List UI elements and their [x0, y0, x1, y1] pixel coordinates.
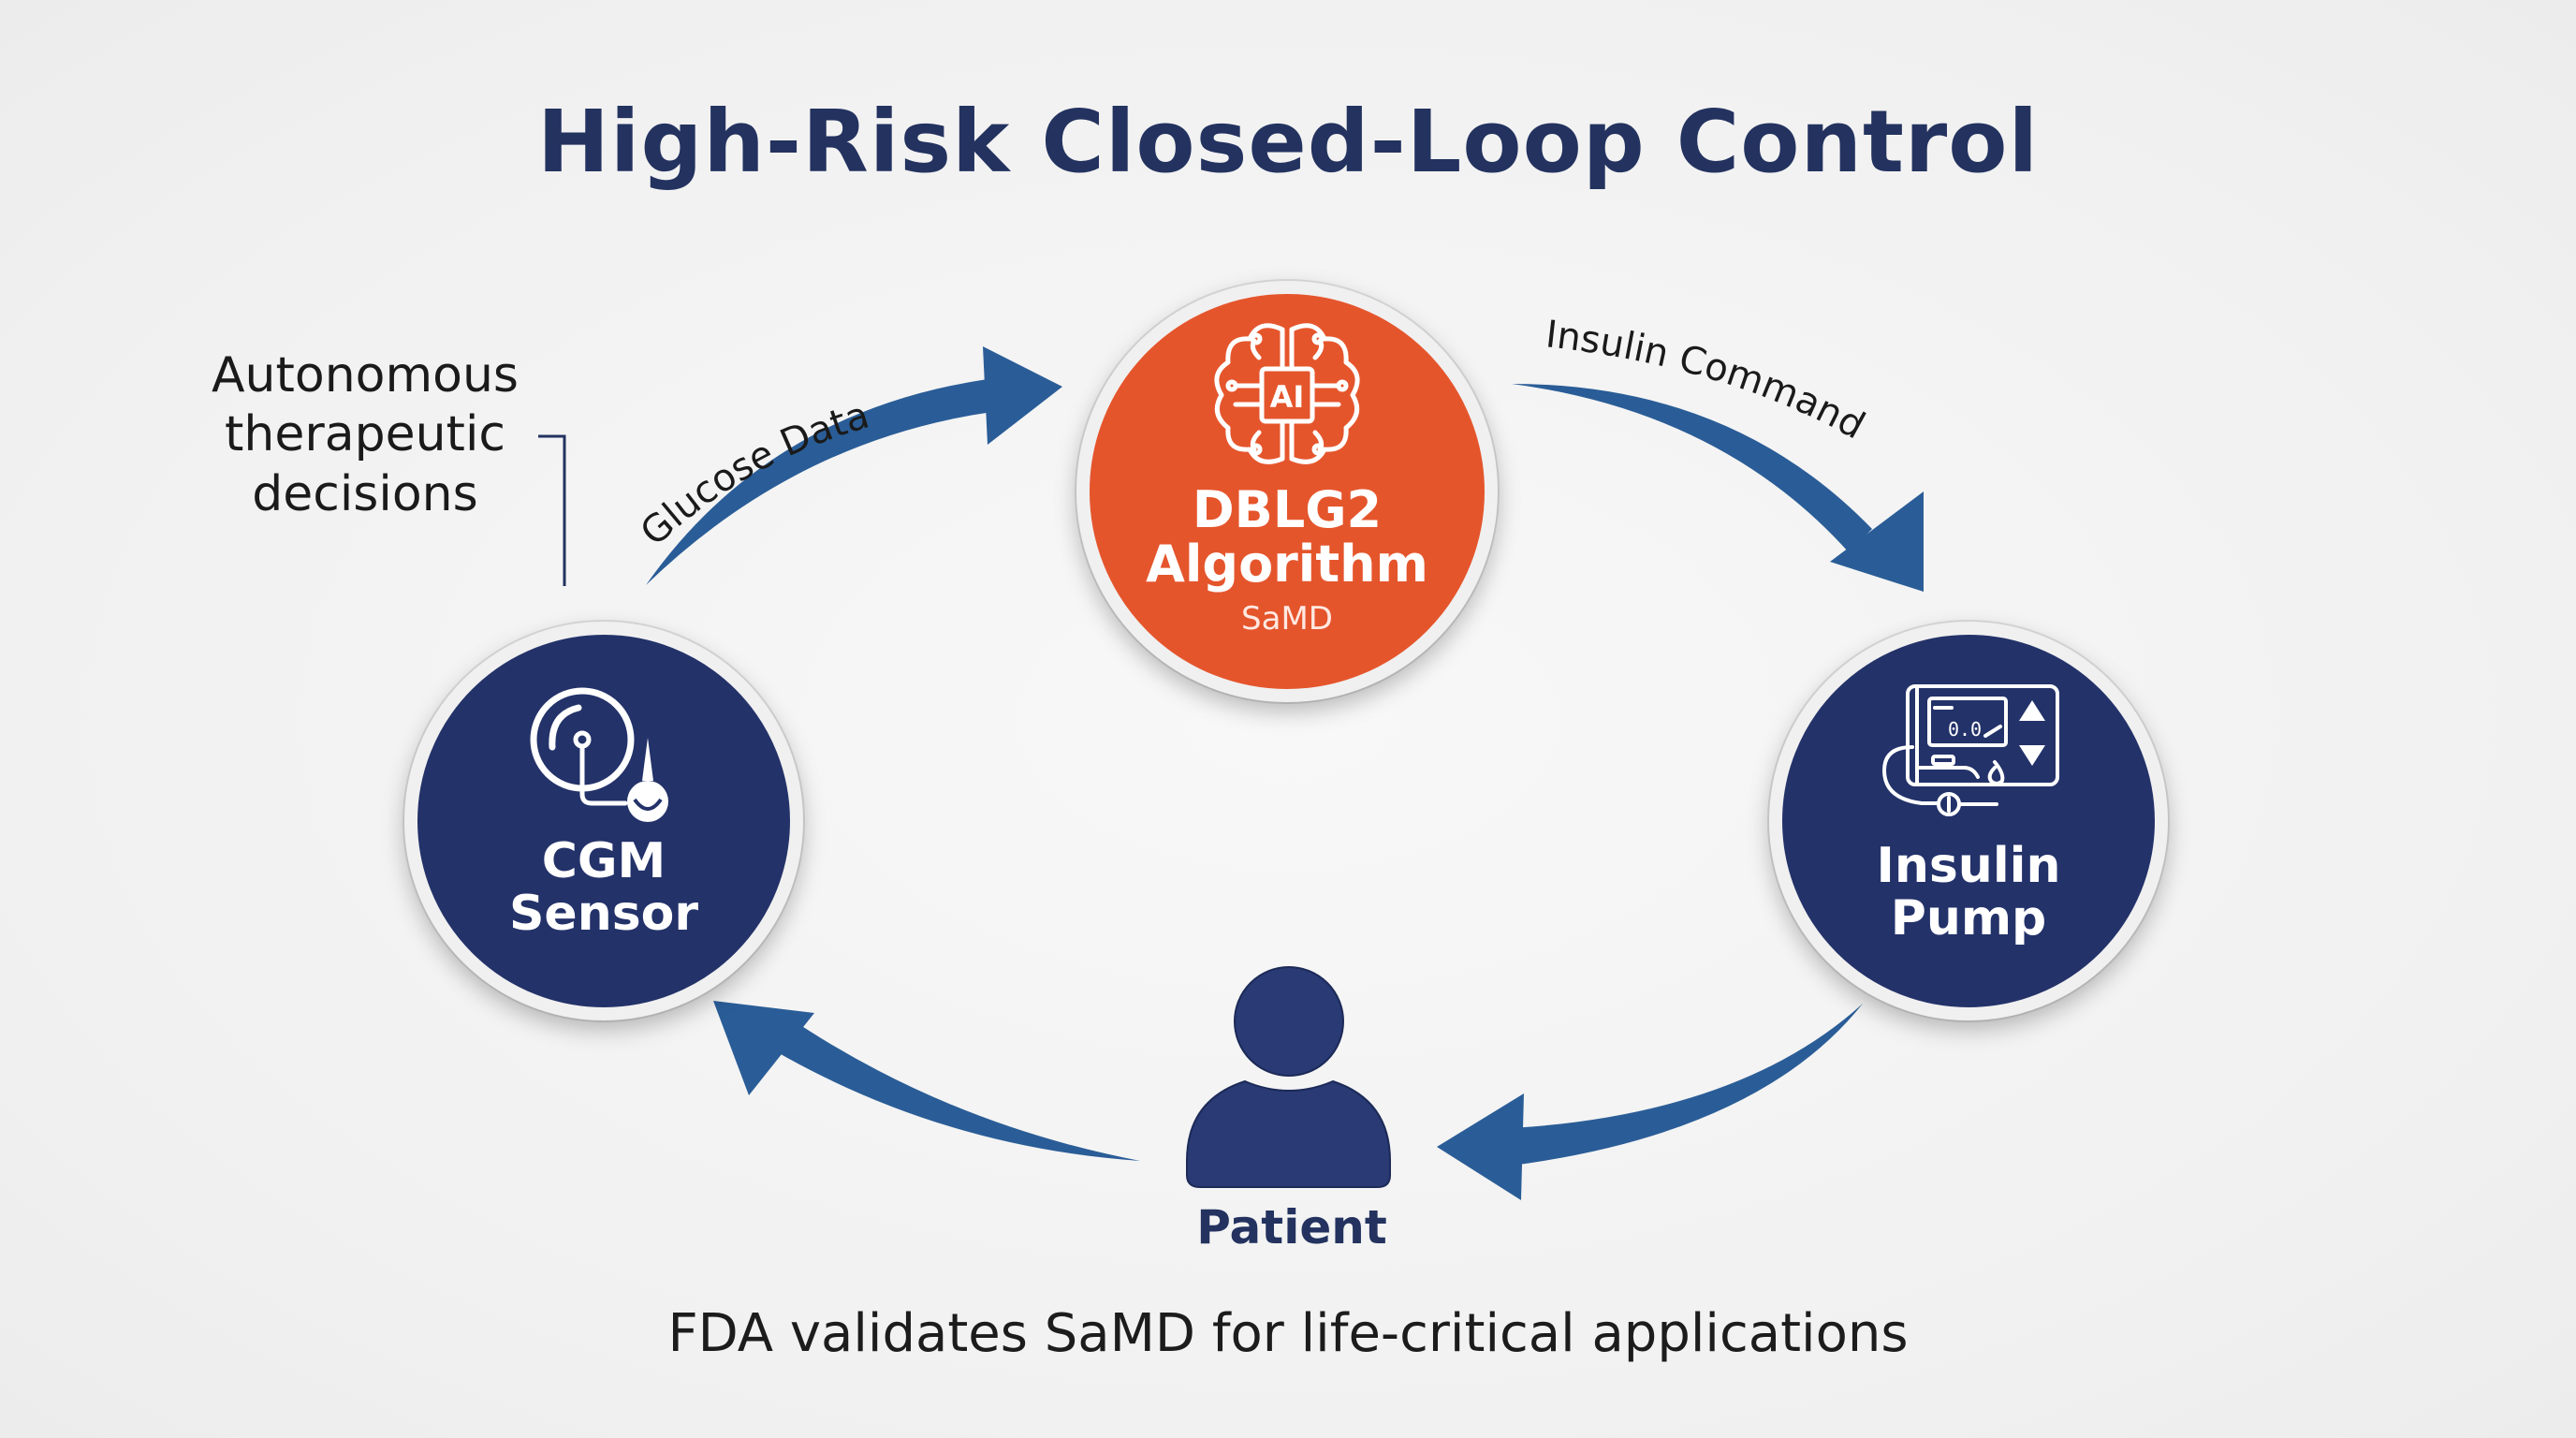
node-cgm-sensor: CGM Sensor — [404, 622, 803, 1020]
svg-text:0.0: 0.0 — [1948, 718, 1982, 741]
annotation-bracket — [538, 434, 566, 586]
annotation-line: Autonomous — [211, 347, 520, 404]
node-title: CGM Sensor — [509, 835, 698, 940]
arrow-label-glucose-data: Glucose Data — [633, 394, 874, 555]
patient-label: Patient — [1196, 1200, 1387, 1255]
node-title-line: Algorithm — [1146, 535, 1428, 594]
person-icon — [1186, 966, 1391, 1188]
node-dblg2-algorithm: AI DBLG2 Algorithm SaMD — [1076, 281, 1498, 702]
node-title-line: Sensor — [508, 886, 699, 943]
node-title: Insulin Pump — [1876, 840, 2060, 945]
autonomy-annotation: Autonomous therapeutic decisions — [178, 346, 552, 524]
arrow-patient-to-cgm — [713, 1001, 1140, 1161]
arrow-insulin-command — [1512, 384, 1924, 592]
node-title-line: CGM — [541, 833, 666, 889]
brain-ai-chip-icon: AI — [1214, 323, 1360, 464]
node-subtitle: SaMD — [1241, 599, 1333, 638]
insulin-pump-icon: 0.0 — [1882, 684, 2059, 816]
node-title-line: Insulin — [1876, 838, 2061, 894]
cgm-sensor-icon — [530, 687, 668, 822]
page-title: High-Risk Closed-Loop Control — [536, 92, 2040, 192]
node-title-line: Pump — [1890, 890, 2047, 947]
node-title-line: DBLG2 — [1192, 480, 1383, 539]
node-insulin-pump: 0.0 Insulin Pump — [1769, 622, 2168, 1020]
svg-text:AI: AI — [1270, 379, 1305, 415]
footer-caption: FDA validates SaMD for life-critical app… — [667, 1303, 1909, 1364]
arrow-glucose-data — [646, 346, 1062, 585]
annotation-line: decisions — [252, 465, 478, 522]
arrow-pump-to-patient — [1437, 1004, 1863, 1200]
annotation-line: therapeutic — [225, 406, 505, 463]
node-title: DBLG2 Algorithm — [1146, 480, 1428, 594]
